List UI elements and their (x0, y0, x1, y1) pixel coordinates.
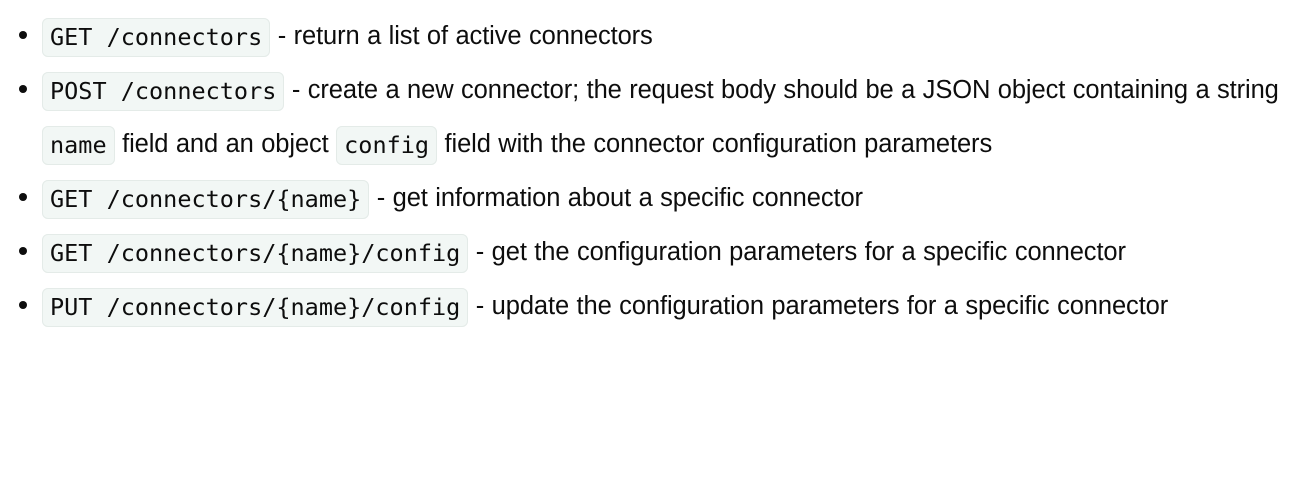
endpoint-description: - return a list of active connectors (270, 22, 653, 50)
field-name-code-badge: name (42, 126, 115, 165)
endpoint-code-badge: GET /connectors (42, 18, 271, 57)
endpoint-description: - update the configuration parameters fo… (468, 292, 1169, 320)
list-item: PUT /connectors/{name}/config - update t… (0, 279, 1302, 333)
endpoint-code-badge: PUT /connectors/{name}/config (42, 288, 469, 327)
endpoint-code-badge: GET /connectors/{name} (42, 180, 370, 219)
endpoint-description-part-1: - create a new connector; the request bo… (284, 76, 1287, 104)
bullet-icon (18, 171, 27, 225)
endpoint-entry: PUT /connectors/{name}/config - update t… (42, 288, 1168, 327)
endpoint-code-badge: POST /connectors (42, 72, 285, 111)
endpoint-code-badge: GET /connectors/{name}/config (42, 234, 469, 273)
list-item: GET /connectors - return a list of activ… (0, 9, 1302, 63)
endpoint-entry: GET /connectors/{name}/config - get the … (42, 234, 1126, 273)
endpoint-entry: GET /connectors - return a list of activ… (42, 18, 653, 57)
field-config-code-badge: config (336, 126, 438, 165)
bullet-icon (18, 63, 27, 117)
list-item: GET /connectors/{name}/config - get the … (0, 225, 1302, 279)
endpoint-entry: GET /connectors/{name} - get information… (42, 180, 863, 219)
bullet-icon (18, 225, 27, 279)
endpoint-description: - get the configuration parameters for a… (468, 238, 1126, 266)
list-item: POST /connectors - create a new connecto… (0, 63, 1302, 171)
endpoint-list: GET /connectors - return a list of activ… (0, 9, 1302, 333)
endpoint-description-part-2: field and an object (114, 130, 337, 158)
endpoint-description-part-3: field with the connector configuration p… (437, 130, 993, 158)
bullet-icon (18, 279, 27, 333)
endpoint-description: - get information about a specific conne… (369, 184, 863, 212)
endpoint-entry: POST /connectors - create a new connecto… (42, 72, 1286, 165)
list-item: GET /connectors/{name} - get information… (0, 171, 1302, 225)
bullet-icon (18, 9, 27, 63)
